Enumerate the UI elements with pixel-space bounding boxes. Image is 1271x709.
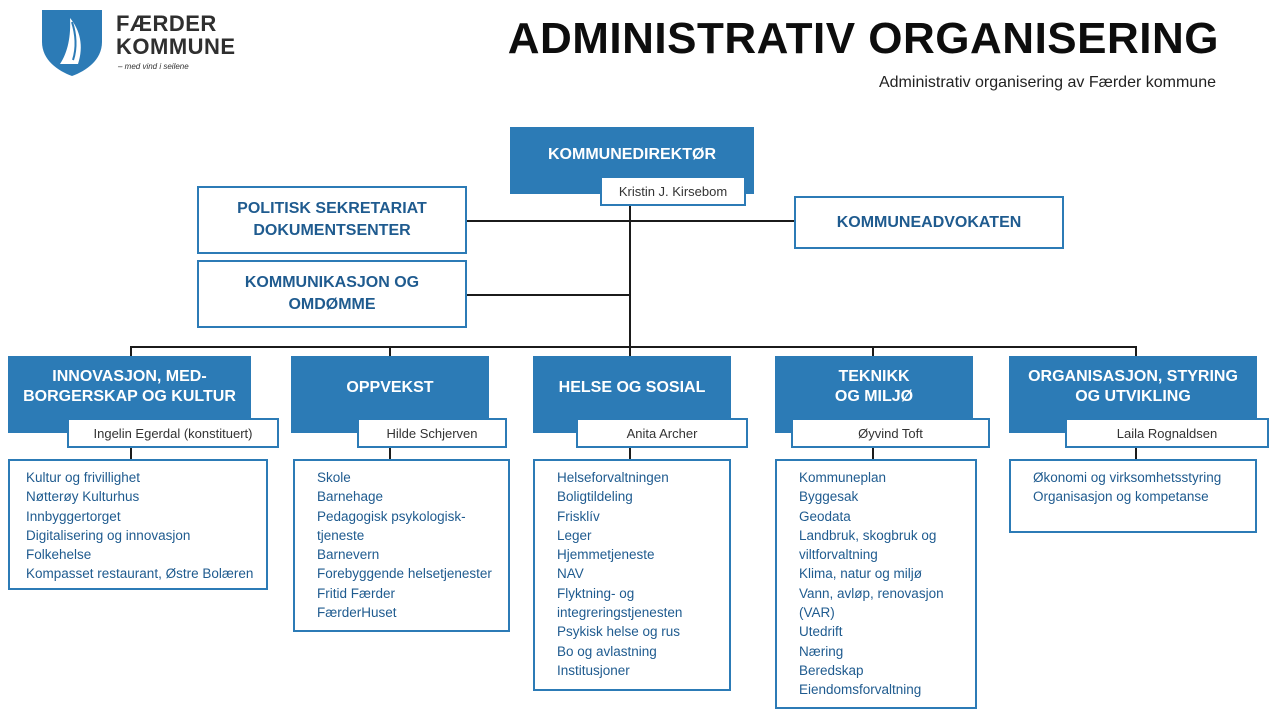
- unit-item: FærderHuset: [317, 605, 397, 621]
- unit-item: Digitalisering og innovasjon: [26, 527, 191, 543]
- division-title-line1: ORGANISASJON, STYRING: [1028, 368, 1238, 385]
- division-unit-list: Kultur og frivillighet Nøtterøy Kulturhu…: [8, 459, 268, 590]
- kommunikasjon-box: KOMMUNIKASJON OG OMDØMME: [197, 260, 467, 328]
- unit-item: Innbyggertorget: [26, 508, 121, 524]
- unit-item: Økonomi og virksomhetsstyring: [1033, 470, 1222, 485]
- unit-item: Geodata: [799, 508, 851, 524]
- unit-item: NAV: [557, 566, 584, 582]
- division-unit-list: Helseforvaltningen Boligtildeling Friskl…: [533, 459, 731, 691]
- unit-item: Helseforvaltningen: [557, 470, 669, 485]
- unit-item: Kompasset restaurant, Østre Bolæren: [26, 566, 254, 582]
- connector-drop-3: [629, 346, 631, 358]
- unit-item: Nøtterøy Kulturhus: [26, 489, 140, 505]
- director-title: KOMMUNEDIREKTØR: [548, 146, 716, 163]
- connector-drop-4: [872, 346, 874, 358]
- page-subtitle: Administrativ organisering av Færder kom…: [878, 74, 1216, 91]
- division-unit-list: Kommuneplan Byggesak Geodata Landbruk, s…: [775, 459, 977, 709]
- kommuneadvokaten-box: KOMMUNEADVOKATEN: [794, 196, 1064, 249]
- unit-item: Utedrift: [799, 624, 843, 640]
- unit-item: Kommuneplan: [799, 470, 887, 485]
- division-unit-list: Økonomi og virksomhetsstyring Organisasj…: [1009, 459, 1257, 533]
- division-leader: Øyvind Toft: [858, 425, 923, 441]
- politisk-line1: POLITISK SEKRETARIAT: [237, 200, 427, 217]
- unit-item: Institusjoner: [557, 662, 630, 678]
- division-leader-box: Øyvind Toft: [791, 418, 990, 448]
- connector-drop-1: [130, 346, 132, 358]
- unit-item: Barnevern: [317, 547, 380, 563]
- kommunikasjon-line1: KOMMUNIKASJON OG: [244, 274, 420, 291]
- division-leader: Ingelin Egerdal (konstituert): [93, 425, 253, 441]
- politisk-sekretariat-box: POLITISK SEKRETARIAT DOKUMENTSENTER: [197, 186, 467, 254]
- unit-item: Klima, natur og miljø: [799, 566, 923, 582]
- division-leader: Laila Rognaldsen: [1116, 425, 1218, 441]
- connector-list-1: [130, 446, 132, 460]
- unit-item: Barnehage: [317, 489, 384, 505]
- unit-item: Bo og avlastning: [557, 643, 657, 659]
- division-title-line2: BORGERSKAP OG KULTUR: [23, 388, 236, 405]
- connector-drop-2: [389, 346, 391, 358]
- division-title-line1: INNOVASJON, MED-: [52, 368, 207, 385]
- division-leader: Anita Archer: [626, 425, 698, 441]
- connector-list-4: [872, 446, 874, 460]
- division-title-line1: OPPVEKST: [346, 379, 434, 396]
- unit-item: Kultur og frivillighet: [26, 470, 141, 485]
- logo-line1: FÆRDER: [116, 11, 217, 36]
- connector-drop-5: [1135, 346, 1137, 358]
- kommuneadvokaten-label: KOMMUNEADVOKATEN: [836, 213, 1022, 231]
- unit-item: Leger: [557, 527, 592, 543]
- faerder-logo-icon: [42, 10, 102, 76]
- division-leader-box: Anita Archer: [576, 418, 748, 448]
- division-leader-box: Ingelin Egerdal (konstituert): [67, 418, 279, 448]
- connector-trunk: [629, 194, 631, 354]
- division-leader: Hilde Schjerven: [386, 425, 478, 441]
- division-leader-box: Laila Rognaldsen: [1065, 418, 1269, 448]
- unit-item: Byggesak: [799, 489, 859, 505]
- unit-item: Pedagogisk psykologisk-tjeneste: [317, 508, 466, 543]
- director-name: Kristin J. Kirsebom: [618, 183, 728, 199]
- politisk-line2: DOKUMENTSENTER: [253, 222, 411, 239]
- connector-list-3: [629, 446, 631, 460]
- logo-tagline: – med vind i seilene: [118, 62, 189, 71]
- division-title-line1: HELSE OG SOSIAL: [558, 379, 706, 396]
- connector-staff-horizontal: [465, 220, 796, 222]
- unit-item: Organisasjon og kompetanse: [1033, 489, 1209, 505]
- division-title-line2: OG MILJØ: [834, 388, 914, 405]
- unit-item: Flyktning- og integreringstjenesten: [557, 585, 683, 621]
- connector-kommunikasjon: [465, 294, 630, 296]
- page-title: ADMINISTRATIV ORGANISERING: [507, 14, 1219, 63]
- logo-line2: KOMMUNE: [116, 34, 236, 59]
- division-unit-list: Skole Barnehage Pedagogisk psykologisk-t…: [293, 459, 510, 632]
- unit-item: Beredskap: [799, 662, 864, 678]
- division-leader-box: Hilde Schjerven: [357, 418, 507, 448]
- unit-item: Fritid Færder: [317, 585, 396, 601]
- unit-item: Frisklív: [557, 508, 600, 524]
- unit-item: Forebyggende helsetjenester: [317, 566, 492, 582]
- connector-list-2: [389, 446, 391, 460]
- director-name-box: Kristin J. Kirsebom: [600, 176, 746, 206]
- unit-item: Næring: [799, 643, 844, 659]
- unit-item: Skole: [317, 470, 351, 485]
- logo-wordmark: FÆRDER KOMMUNE: [116, 12, 236, 58]
- connector-divisions-horizontal: [130, 346, 1137, 348]
- unit-item: Vann, avløp, renovasjon (VAR): [799, 585, 944, 621]
- unit-item: Psykisk helse og rus: [557, 624, 681, 640]
- unit-item: Eiendomsforvaltning: [799, 682, 922, 698]
- division-title-line2: OG UTVIKLING: [1075, 388, 1191, 405]
- connector-list-5: [1135, 446, 1137, 460]
- unit-item: Hjemmetjeneste: [557, 547, 655, 563]
- division-title-line1: TEKNIKK: [838, 368, 910, 385]
- unit-item: Landbruk, skogbruk og viltforvaltning: [799, 527, 937, 563]
- unit-item: Boligtildeling: [557, 489, 633, 505]
- unit-item: Folkehelse: [26, 547, 92, 563]
- kommunikasjon-line2: OMDØMME: [288, 296, 376, 313]
